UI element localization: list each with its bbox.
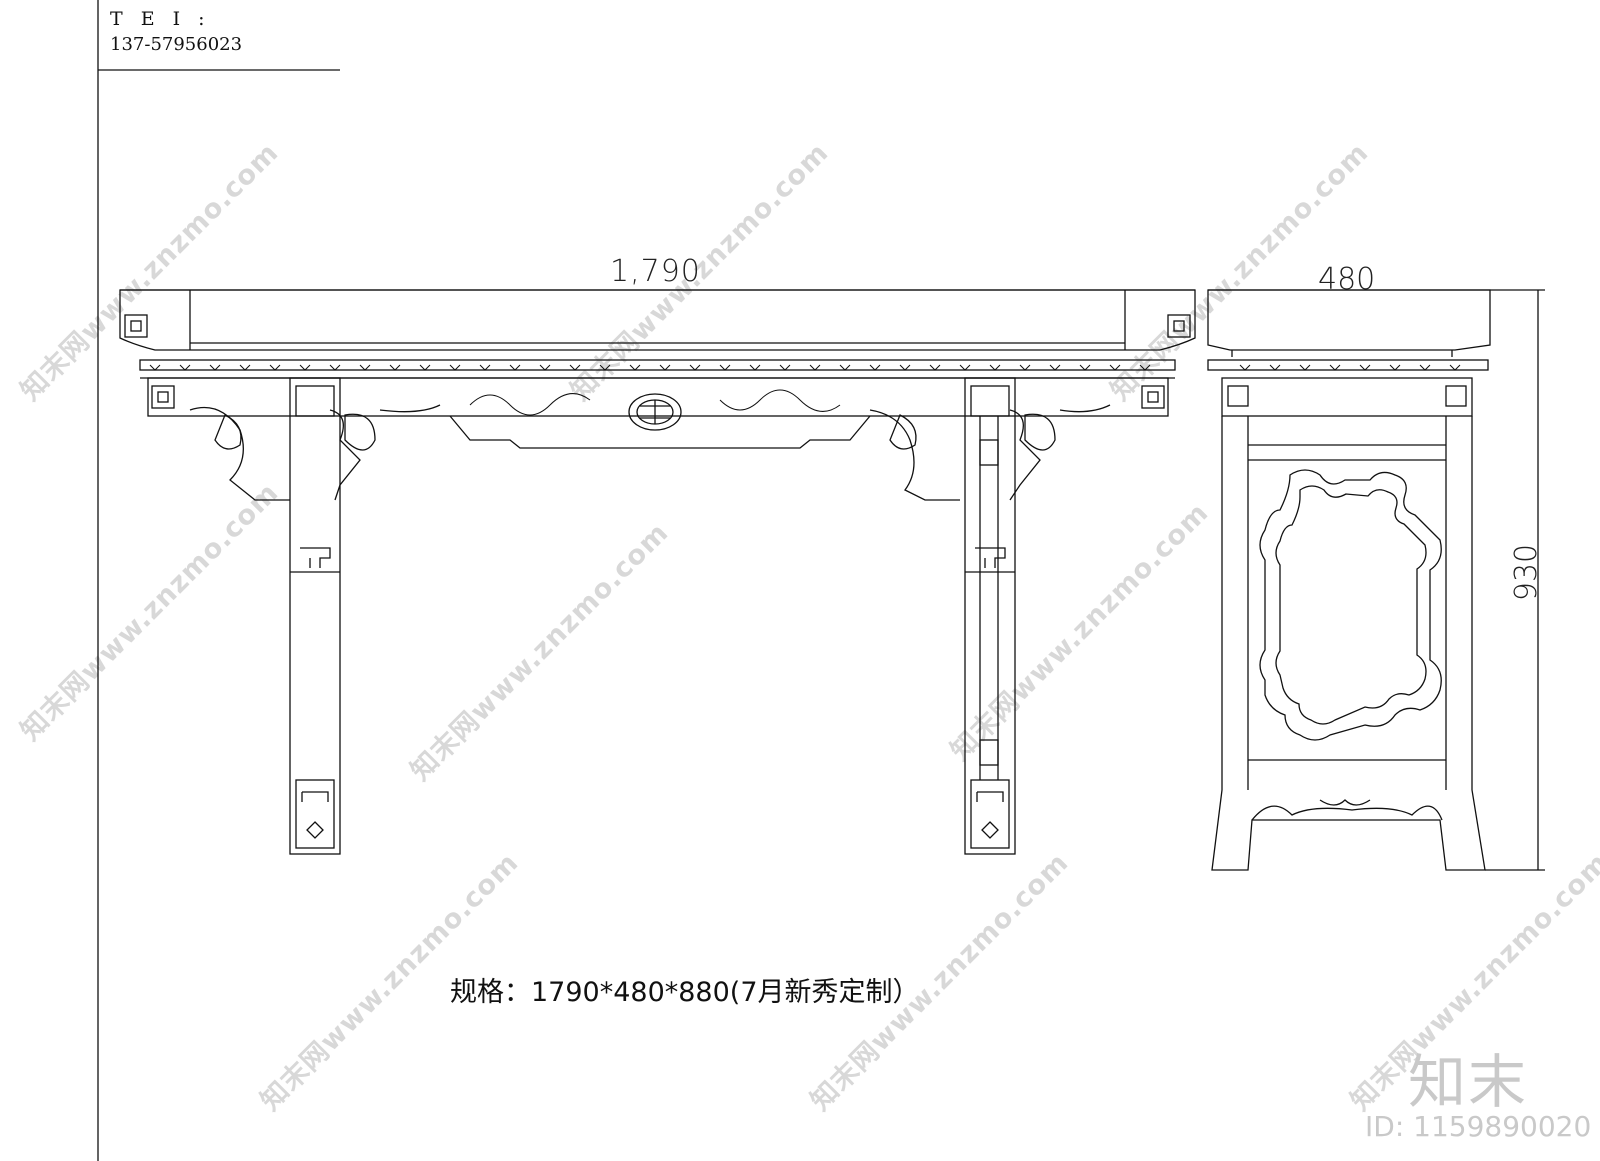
side-table-top	[1207, 289, 1491, 351]
contact-block: T E I : 137-57956023	[110, 8, 242, 55]
side-feet	[1211, 585, 1486, 871]
left-spandrel	[189, 406, 290, 501]
front-view	[119, 289, 1196, 855]
brand-logo: 知末	[1408, 1048, 1529, 1116]
bead-molding	[139, 359, 1176, 371]
height-dimension: 930	[1509, 543, 1545, 602]
spec-caption: 规格：1790*480*880(7月新秀定制）	[450, 977, 920, 1008]
right-spandrel	[869, 409, 960, 501]
side-view	[1207, 289, 1545, 871]
brand-id: ID: 1159890020	[1365, 1110, 1592, 1143]
contact-number: 137-57956023	[110, 34, 243, 55]
apron	[147, 377, 1169, 417]
table-top	[119, 289, 1196, 351]
bead-row	[149, 364, 1151, 371]
side-panel	[1259, 469, 1442, 741]
width-dimension: 1,790	[610, 254, 701, 289]
left-leg	[289, 377, 341, 855]
depth-dimension: 480	[1318, 262, 1376, 297]
carved-panel	[449, 415, 871, 449]
right-leg	[964, 377, 1016, 855]
contact-label: T E I :	[110, 8, 211, 30]
